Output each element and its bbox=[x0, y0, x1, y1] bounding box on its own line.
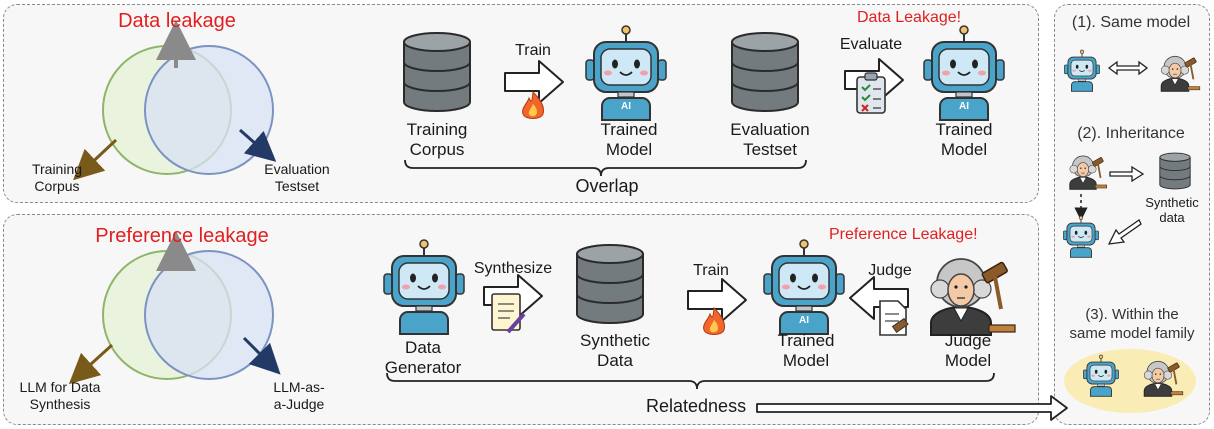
judge-model-label-line1: Judge bbox=[944, 331, 992, 350]
venn-circle-llm-as-judge bbox=[144, 250, 274, 380]
synthetic-data-label-line2: Data bbox=[597, 351, 633, 370]
inheritance-heading: (2). Inheritance bbox=[1077, 125, 1185, 142]
relatedness-arrow-icon bbox=[756, 395, 1068, 421]
training-corpus-label-line1: Training bbox=[406, 120, 468, 139]
preference-leakage-title: Preference leakage bbox=[95, 225, 269, 247]
synthesize-label: Synthesize bbox=[473, 260, 553, 277]
venn-circle-evaluation-testset bbox=[144, 45, 274, 175]
overlap-label: Overlap bbox=[575, 176, 639, 196]
ai-badge: AI bbox=[621, 101, 631, 112]
synthetic-data-label-line1: Synthetic bbox=[580, 331, 650, 350]
venn-bottom-right-label-line2: a-Judge bbox=[273, 396, 325, 412]
notepad-pencil-icon bbox=[490, 292, 526, 334]
data-leakage-warning: Data Leakage! bbox=[857, 9, 962, 26]
ai-badge-3: AI bbox=[799, 315, 809, 326]
data-leakage-title: Data leakage bbox=[118, 10, 236, 32]
synthetic-data-small-database-icon bbox=[1159, 152, 1191, 190]
judge-model-icon bbox=[929, 257, 1017, 337]
judge-model-label-line2: Model bbox=[944, 351, 992, 370]
venn-right-label-line2: Testset bbox=[274, 178, 320, 194]
venn-bottom-left-label-line1: LLM for Data bbox=[19, 379, 101, 395]
trained-model-2-label-line2: Model bbox=[940, 140, 988, 159]
overlap-brace bbox=[404, 159, 807, 177]
data-generator-label-line1: Data bbox=[405, 338, 441, 357]
ai-badge-2: AI bbox=[959, 101, 969, 112]
judge-label: Judge bbox=[868, 262, 912, 279]
train-label-2: Train bbox=[693, 262, 729, 279]
back-to-model-arrow-icon bbox=[1107, 219, 1142, 245]
evaluate-label: Evaluate bbox=[839, 36, 903, 53]
double-arrow-icon bbox=[1107, 60, 1149, 76]
same-model-robot-icon bbox=[1063, 49, 1101, 92]
venn-right-label-line1: Evaluation bbox=[264, 161, 330, 177]
venn-left-label-line1: Training bbox=[31, 161, 83, 177]
training-corpus-label-line2: Corpus bbox=[409, 140, 465, 159]
trained-model-label-line1: Trained bbox=[600, 120, 658, 139]
same-model-judge-icon bbox=[1160, 55, 1201, 93]
synthetic-data-small-label-line1: Synthetic bbox=[1145, 195, 1199, 210]
evaluation-testset-label-line1: Evaluation bbox=[730, 120, 810, 139]
preference-leakage-warning: Preference Leakage! bbox=[829, 226, 978, 243]
training-corpus-database-icon bbox=[403, 32, 471, 112]
venn-bottom-left-label-line2: Synthesis bbox=[29, 396, 91, 412]
judgement-document-icon bbox=[879, 300, 909, 336]
trained-model-label-line2: Model bbox=[605, 140, 653, 159]
venn-left-label-line2: Corpus bbox=[34, 178, 80, 194]
relatedness-brace bbox=[386, 372, 995, 390]
to-synthetic-arrow-icon bbox=[1109, 165, 1145, 183]
model-family-heading-line1: (3). Within the bbox=[1085, 306, 1179, 323]
data-generator-label-line2: Generator bbox=[384, 358, 462, 377]
synthetic-data-small-label-line2: data bbox=[1159, 210, 1185, 225]
evaluation-testset-database-icon bbox=[731, 32, 799, 112]
synthetic-data-database-icon bbox=[576, 244, 644, 324]
same-model-heading: (1). Same model bbox=[1071, 14, 1191, 31]
trained-model-3-label-line1: Trained bbox=[777, 331, 835, 350]
inheritance-judge-icon bbox=[1068, 155, 1108, 191]
inheritance-robot-icon bbox=[1062, 215, 1100, 258]
train-label: Train bbox=[515, 42, 551, 59]
model-family-heading-line2: same model family bbox=[1069, 325, 1195, 342]
evaluation-testset-label-line2: Testset bbox=[743, 140, 797, 159]
clipboard-checklist-icon bbox=[856, 72, 886, 114]
venn-bottom-right-label-line1: LLM-as- bbox=[273, 379, 325, 395]
relatedness-label: Relatedness bbox=[646, 396, 747, 416]
trained-model-3-label-line2: Model bbox=[782, 351, 830, 370]
trained-model-2-label-line1: Trained bbox=[935, 120, 993, 139]
data-generator-robot-icon bbox=[383, 239, 465, 335]
